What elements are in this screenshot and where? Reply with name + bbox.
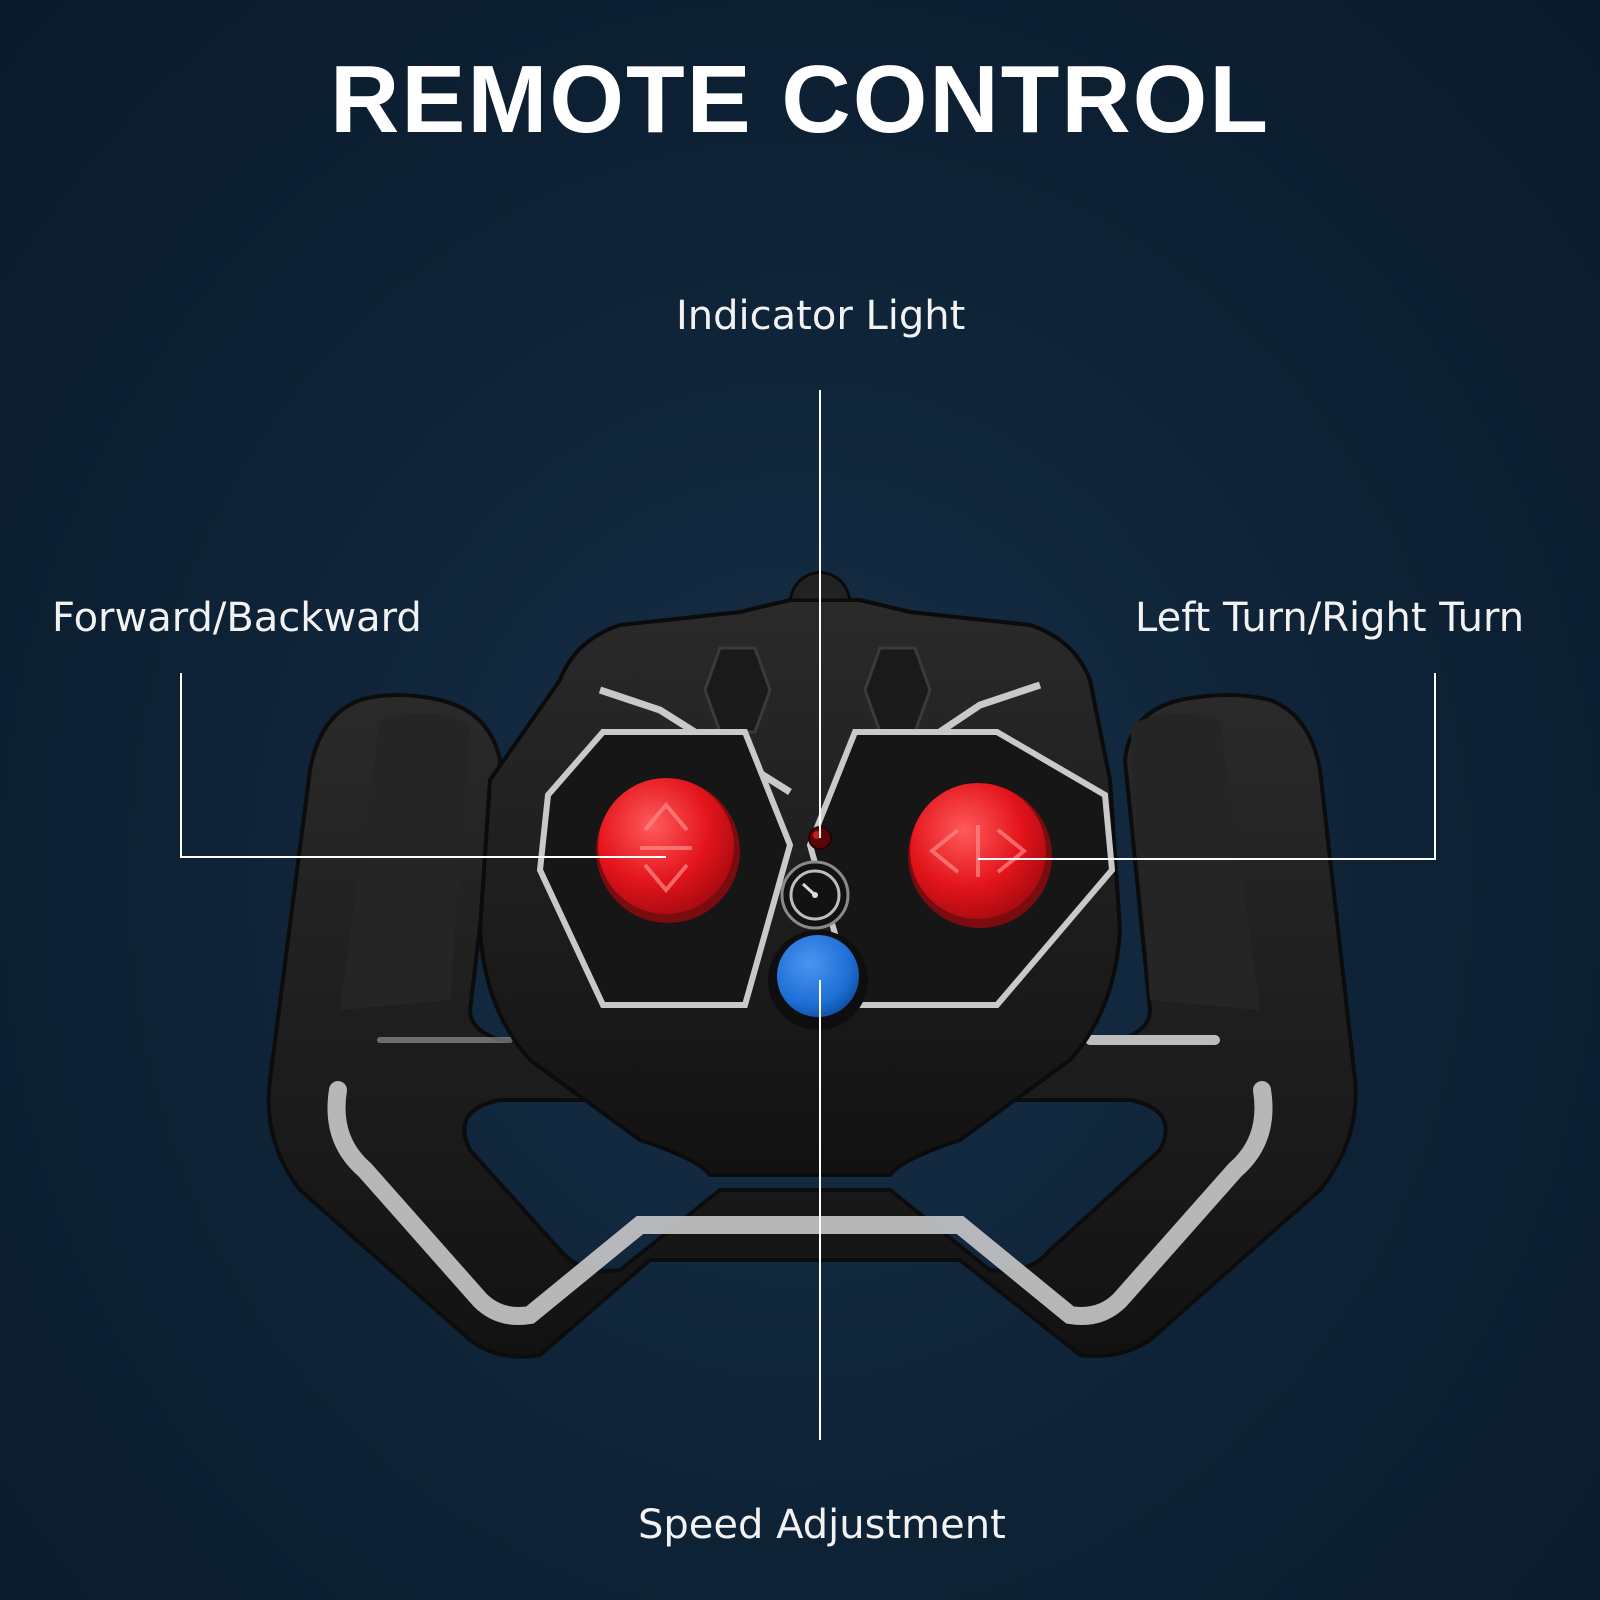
forward-backward-label: Forward/Backward bbox=[52, 595, 422, 641]
left-right-arrows-icon bbox=[928, 825, 1028, 877]
turn-callout-line bbox=[978, 673, 1436, 860]
page-title: REMOTE CONTROL bbox=[330, 46, 1270, 153]
speedometer-icon bbox=[780, 860, 850, 930]
left-right-turn-joystick[interactable] bbox=[908, 783, 1052, 928]
steering-handle bbox=[266, 693, 1358, 1359]
forward-backward-joystick[interactable] bbox=[596, 778, 740, 923]
up-down-arrows-icon bbox=[640, 801, 692, 894]
indicator-light-label: Indicator Light bbox=[676, 293, 966, 339]
left-right-turn-label: Left Turn/Right Turn bbox=[1135, 595, 1525, 641]
speed-adjustment-button[interactable] bbox=[768, 930, 868, 1030]
callout-lines bbox=[180, 390, 1436, 1440]
forward-callout-line bbox=[180, 673, 666, 858]
speed-adjustment-label: Speed Adjustment bbox=[638, 1502, 1006, 1548]
